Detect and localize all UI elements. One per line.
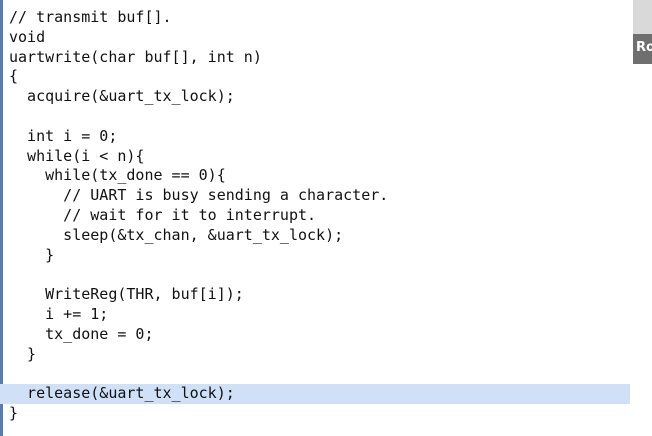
code-line[interactable]: }: [9, 403, 19, 422]
code-line[interactable]: // wait for it to interrupt.: [9, 205, 317, 224]
participant-video-tile[interactable]: Ro: [633, 0, 652, 64]
code-line[interactable]: }: [9, 245, 55, 264]
code-line[interactable]: while(i < n){: [9, 146, 145, 165]
code-line[interactable]: {: [9, 67, 19, 86]
code-line[interactable]: // transmit buf[].: [9, 8, 172, 26]
code-line[interactable]: }: [9, 344, 37, 363]
editor-gutter-bar: [0, 0, 3, 436]
code-line[interactable]: while(tx_done == 0){: [9, 166, 226, 185]
highlighted-code-line[interactable]: release(&uart_tx_lock);: [0, 384, 630, 404]
code-line[interactable]: acquire(&uart_tx_lock);: [9, 87, 235, 106]
code-line[interactable]: tx_done = 0;: [9, 324, 154, 343]
code-line[interactable]: // UART is busy sending a character.: [9, 186, 389, 205]
code-line[interactable]: int i = 0;: [9, 126, 118, 145]
participant-video-preview: [633, 0, 652, 34]
right-margin: [630, 64, 652, 436]
code-line[interactable]: sleep(&tx_chan, &uart_tx_lock);: [9, 225, 344, 244]
code-line[interactable]: [0, 265, 630, 285]
code-line[interactable]: [0, 107, 630, 127]
code-line[interactable]: uartwrite(char buf[], int n): [9, 47, 262, 66]
code-line[interactable]: [0, 364, 630, 384]
code-line[interactable]: i += 1;: [9, 304, 109, 323]
code-line[interactable]: void: [9, 27, 46, 46]
participant-name-label: Ro: [636, 40, 652, 55]
code-block: // transmit buf[]. void uartwrite(char b…: [0, 8, 630, 424]
code-line[interactable]: WriteReg(THR, buf[i]);: [9, 285, 244, 304]
code-editor[interactable]: // transmit buf[]. void uartwrite(char b…: [0, 0, 630, 436]
